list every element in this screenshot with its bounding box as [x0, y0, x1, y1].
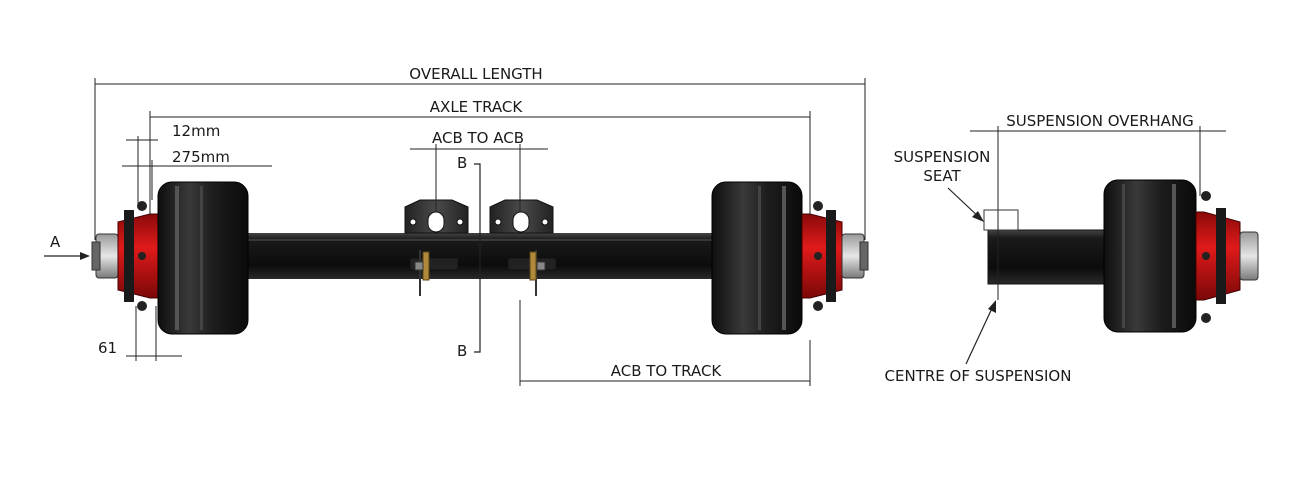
- front-view-dimensions: OVERALL LENGTH AXLE TRACK 12mm 275mm ACB…: [44, 65, 866, 386]
- side-view-axle: [983, 179, 1259, 333]
- cam-lever-left: [409, 250, 459, 296]
- side-hub-cap: [1239, 231, 1259, 281]
- dim-61-label: 61: [98, 339, 117, 357]
- centre-of-suspension-label: CENTRE OF SUSPENSION: [885, 367, 1072, 385]
- axle-track-label: AXLE TRACK: [430, 98, 524, 116]
- dim-275mm-label: 275mm: [172, 148, 230, 166]
- suspension-overhang-label: SUSPENSION OVERHANG: [1006, 112, 1194, 130]
- acb-to-acb-label: ACB TO ACB: [432, 129, 524, 147]
- section-b-top-label: B: [457, 154, 467, 172]
- suspension-seat-label-line2: SEAT: [923, 167, 961, 185]
- section-b-bottom-label: B: [457, 342, 467, 360]
- drum-right: [711, 181, 803, 335]
- spring-bracket-left: [404, 199, 469, 234]
- dim-12mm-label: 12mm: [172, 122, 220, 140]
- side-beam: [987, 229, 1109, 285]
- view-a-label: A: [50, 233, 61, 251]
- wheel-end-right: [711, 181, 869, 335]
- wheel-end-left: [91, 181, 249, 335]
- side-drum: [1103, 179, 1197, 333]
- cam-lever-right: [507, 250, 557, 296]
- suspension-seat-box: [983, 209, 1019, 231]
- spring-bracket-right: [489, 199, 554, 234]
- overall-length-label: OVERALL LENGTH: [409, 65, 542, 83]
- suspension-seat-label-line1: SUSPENSION: [894, 148, 991, 166]
- acb-to-track-label: ACB TO TRACK: [611, 362, 723, 380]
- side-view-dimensions: SUSPENSION OVERHANG SUSPENSION SEAT CENT…: [885, 112, 1226, 385]
